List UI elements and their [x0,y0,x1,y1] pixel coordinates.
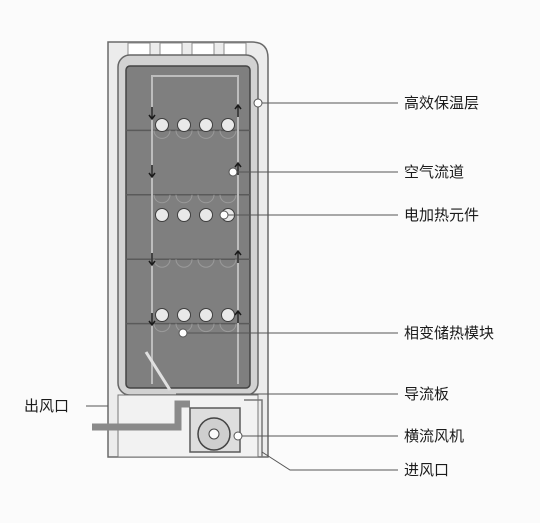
airflow-arrow [234,103,242,117]
module-fin [219,259,237,268]
label-deflector: 导流板 [404,385,450,403]
label-air-outlet: 出风口 [24,397,70,415]
inlet-grille [244,399,263,457]
module-fin [153,130,171,139]
module-fin [219,194,237,204]
label-insulation: 高效保温层 [404,94,480,112]
heating-elements [155,118,235,322]
module-fin [219,130,237,139]
module-fin [197,323,215,333]
storage-core [125,65,251,389]
airflow-arrow [148,253,156,267]
module-fin [197,194,215,204]
module-fin [175,259,193,268]
airflow-arrow [234,249,242,263]
label-air-channel: 空气流道 [404,163,465,181]
heating-element-rod [155,308,169,322]
module-fin [197,259,215,268]
air-channel [151,75,239,384]
module-fin [219,323,237,333]
leader-lines [86,98,398,471]
fan-hub [208,428,220,440]
heating-element-rod [199,208,213,222]
airflow-arrow [148,107,156,121]
label-heating-element: 电加热元件 [404,206,480,224]
heating-element-rod [155,118,169,132]
module-fin [197,130,215,139]
label-crossflow-fan: 横流风机 [404,427,465,445]
heating-element-rod [199,118,213,132]
heating-element-rod [221,118,235,132]
outlet-duct [92,400,190,431]
airflow-arrow [148,313,156,327]
airflow-arrow [234,309,242,323]
module-fin [175,194,193,204]
heating-element-rod [221,308,235,322]
module-fin [153,323,171,333]
deflector-plate [144,351,172,391]
airflow-arrow [148,165,156,179]
label-air-inlet: 进风口 [404,461,450,479]
top-vent-slats [127,42,247,56]
module-fin [153,194,171,204]
heating-element-rod [177,208,191,222]
module-fin [175,130,193,139]
heating-element-rod [199,308,213,322]
airflow-arrow [234,161,242,175]
airflow-arrows [148,103,242,327]
heating-element-rod [177,308,191,322]
heating-element-rod [155,208,169,222]
heating-element-rod [177,118,191,132]
label-phase-change-module: 相变储热模块 [404,324,495,342]
